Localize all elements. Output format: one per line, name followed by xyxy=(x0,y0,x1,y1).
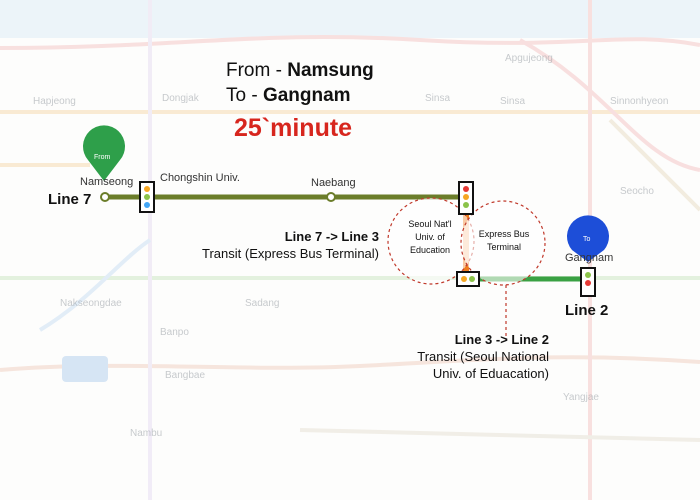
line-tag-start: Line 7 xyxy=(48,191,92,208)
to-station-name: Gangnam xyxy=(262,85,351,106)
signal-icon-express-bus xyxy=(458,181,474,215)
bg-label: Hapjeong xyxy=(33,96,76,107)
bg-label: Sinnonhyeon xyxy=(610,96,669,107)
station-dot-naebang xyxy=(326,192,336,202)
bg-label: Apgujeong xyxy=(505,53,553,64)
to-pin-icon xyxy=(567,215,609,262)
transfer1-heading: Line 7 -> Line 3 xyxy=(284,229,379,244)
bg-label: Dongjak xyxy=(162,93,199,104)
station-dot-start xyxy=(100,192,110,202)
bg-label: Yangjae xyxy=(563,392,599,403)
bg-label: Nakseongdae xyxy=(60,298,122,309)
circle1-label: Seoul Nat'l Univ. of Education xyxy=(408,219,452,255)
bg-label: Banpo xyxy=(160,327,189,338)
station-label-start: Namseong xyxy=(80,176,134,188)
signal-icon-gangnam xyxy=(580,267,596,297)
line-tag-end: Line 2 xyxy=(565,302,609,319)
from-prefix: From - xyxy=(226,60,288,81)
bg-label: Nambu xyxy=(130,428,163,439)
to-pin-label: To xyxy=(583,236,591,243)
from-pin-label: From xyxy=(94,154,111,161)
transfer1-description: Transit (Express Bus Terminal) xyxy=(202,246,379,261)
travel-duration: 25`minute xyxy=(234,114,353,142)
circle2-label: Express Bus Terminal xyxy=(478,229,530,252)
transfer2-description-2: Univ. of Eduacation) xyxy=(432,366,549,381)
station-label-naebang: Naebang xyxy=(311,177,356,189)
signal-icon-seoul-natl xyxy=(456,271,480,287)
from-line: From - Namsung xyxy=(226,60,374,82)
station-label-chongshin: Chongshin Univ. xyxy=(160,172,240,184)
signal-icon-chongshin xyxy=(139,181,155,213)
from-pin-icon xyxy=(83,125,125,181)
station-label-end: Gangnam xyxy=(565,252,614,264)
bg-label: Bangbae xyxy=(165,370,206,381)
transfer2-description-1: Transit (Seoul National xyxy=(417,349,549,364)
transfer2-heading: Line 3 -> Line 2 xyxy=(454,332,549,347)
from-station-name: Namsung xyxy=(287,60,374,81)
transit-circle-express-bus xyxy=(460,200,546,286)
bg-label: Seocho xyxy=(620,186,654,197)
to-line: To - Gangnam xyxy=(226,85,351,107)
bg-label: Sinsa xyxy=(500,96,526,107)
to-prefix: To - xyxy=(226,85,263,106)
bg-label: Sinsa xyxy=(425,93,451,104)
bg-label: Sadang xyxy=(245,298,280,309)
